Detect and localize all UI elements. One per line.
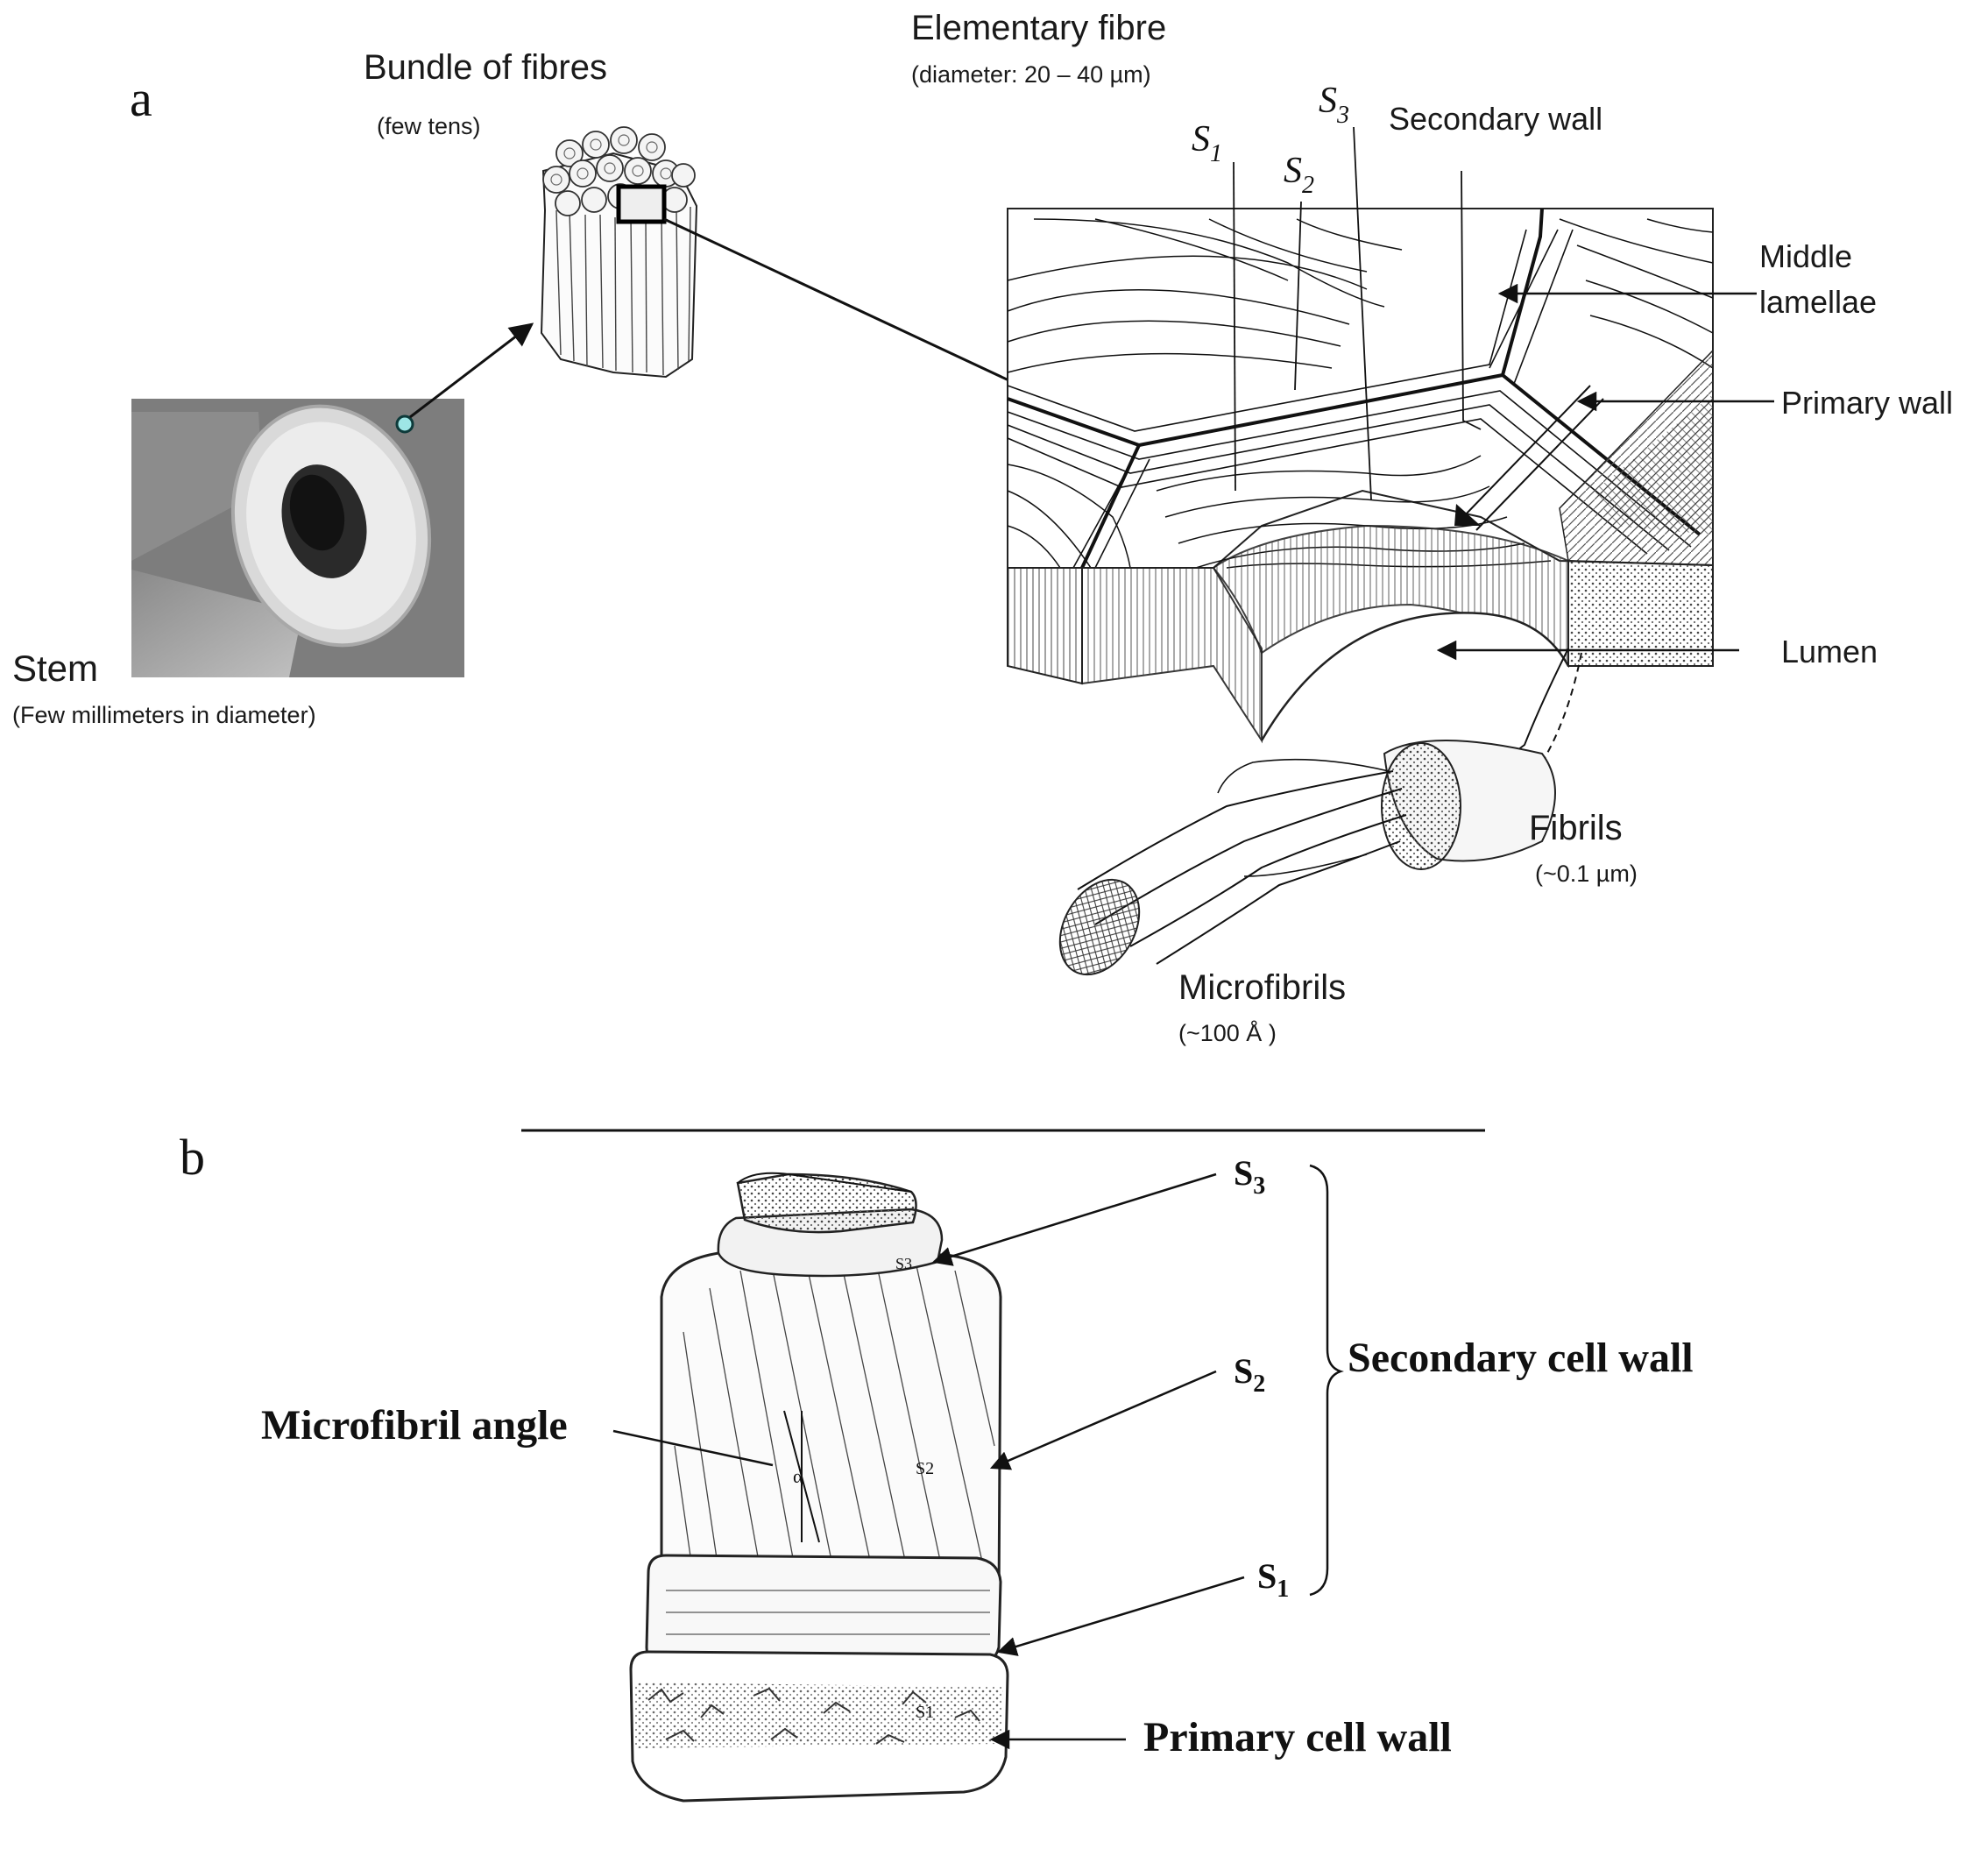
s2-label: S2 [1234, 1351, 1265, 1398]
s3-label: S3 [1234, 1153, 1265, 1200]
svg-text:S2: S2 [1284, 151, 1314, 199]
elementary-fibre-drawing [1007, 208, 1714, 744]
middle-lamellae-label-line2: lamellae [1759, 284, 1877, 320]
layer-label-s2: S2 [1284, 151, 1314, 391]
inner-s3-label: S3 [895, 1255, 912, 1272]
stem-photo [131, 399, 464, 677]
fibrils-subtitle: (~0.1 µm) [1535, 861, 1638, 887]
arrow-s3 [931, 1172, 1217, 1266]
layer-label-s1: S1 [1192, 119, 1236, 492]
svg-text:S3: S3 [1234, 1153, 1265, 1200]
stem-subtitle: (Few millimeters in diameter) [12, 702, 316, 728]
panel-b-letter: b [180, 1129, 205, 1186]
svg-text:S1: S1 [1192, 119, 1222, 167]
microfibrils-subtitle: (~100 Å ) [1178, 1019, 1277, 1046]
elementary-fibre-subtitle: (diameter: 20 – 40 µm) [911, 61, 1151, 88]
bundle-subtitle: (few tens) [377, 113, 481, 139]
primary-cell-wall-label: Primary cell wall [1143, 1714, 1452, 1760]
fibrils-title: Fibrils [1529, 809, 1623, 847]
microfibril-angle-label: Microfibril angle [261, 1402, 568, 1449]
microfibrils-title: Microfibrils [1178, 968, 1346, 1007]
primary-wall-label: Primary wall [1781, 385, 1953, 421]
secondary-wall-label: Secondary wall [1389, 101, 1602, 137]
inner-s2-label: S2 [916, 1459, 934, 1478]
bundle-title: Bundle of fibres [364, 48, 607, 87]
inner-s1-label: S1 [916, 1703, 934, 1722]
fibrils-drawing [1058, 648, 1582, 976]
layer-label-s3: S3 [1319, 81, 1372, 500]
stem-title: Stem [12, 648, 98, 689]
sample-point-icon [395, 414, 414, 434]
arrow-s1 [996, 1576, 1245, 1656]
lumen-label: Lumen [1781, 634, 1878, 669]
svg-text:S3: S3 [1319, 81, 1349, 129]
middle-lamellae-label-line1: Middle [1759, 238, 1852, 274]
secondary-wall-leader [1461, 170, 1482, 430]
secondary-cell-wall-label: Secondary cell wall [1348, 1335, 1694, 1381]
arrow-stem-to-bundle [409, 322, 534, 419]
fibre-bundle-drawing [540, 126, 698, 379]
arrow-s2 [989, 1370, 1217, 1470]
svg-text:S1: S1 [1257, 1556, 1289, 1603]
elementary-fibre-title: Elementary fibre [911, 9, 1166, 47]
alpha-symbol: α [793, 1465, 803, 1487]
s1-label: S1 [1257, 1556, 1289, 1603]
svg-text:S2: S2 [1234, 1351, 1265, 1398]
zoom-box-icon [616, 184, 667, 224]
secondary-wall-brace [1309, 1164, 1344, 1597]
arrow-microfibril-angle [612, 1429, 774, 1467]
cell-wall-drawing: α S2 S3 S1 [629, 1172, 1009, 1803]
panel-a-letter: a [130, 70, 152, 127]
